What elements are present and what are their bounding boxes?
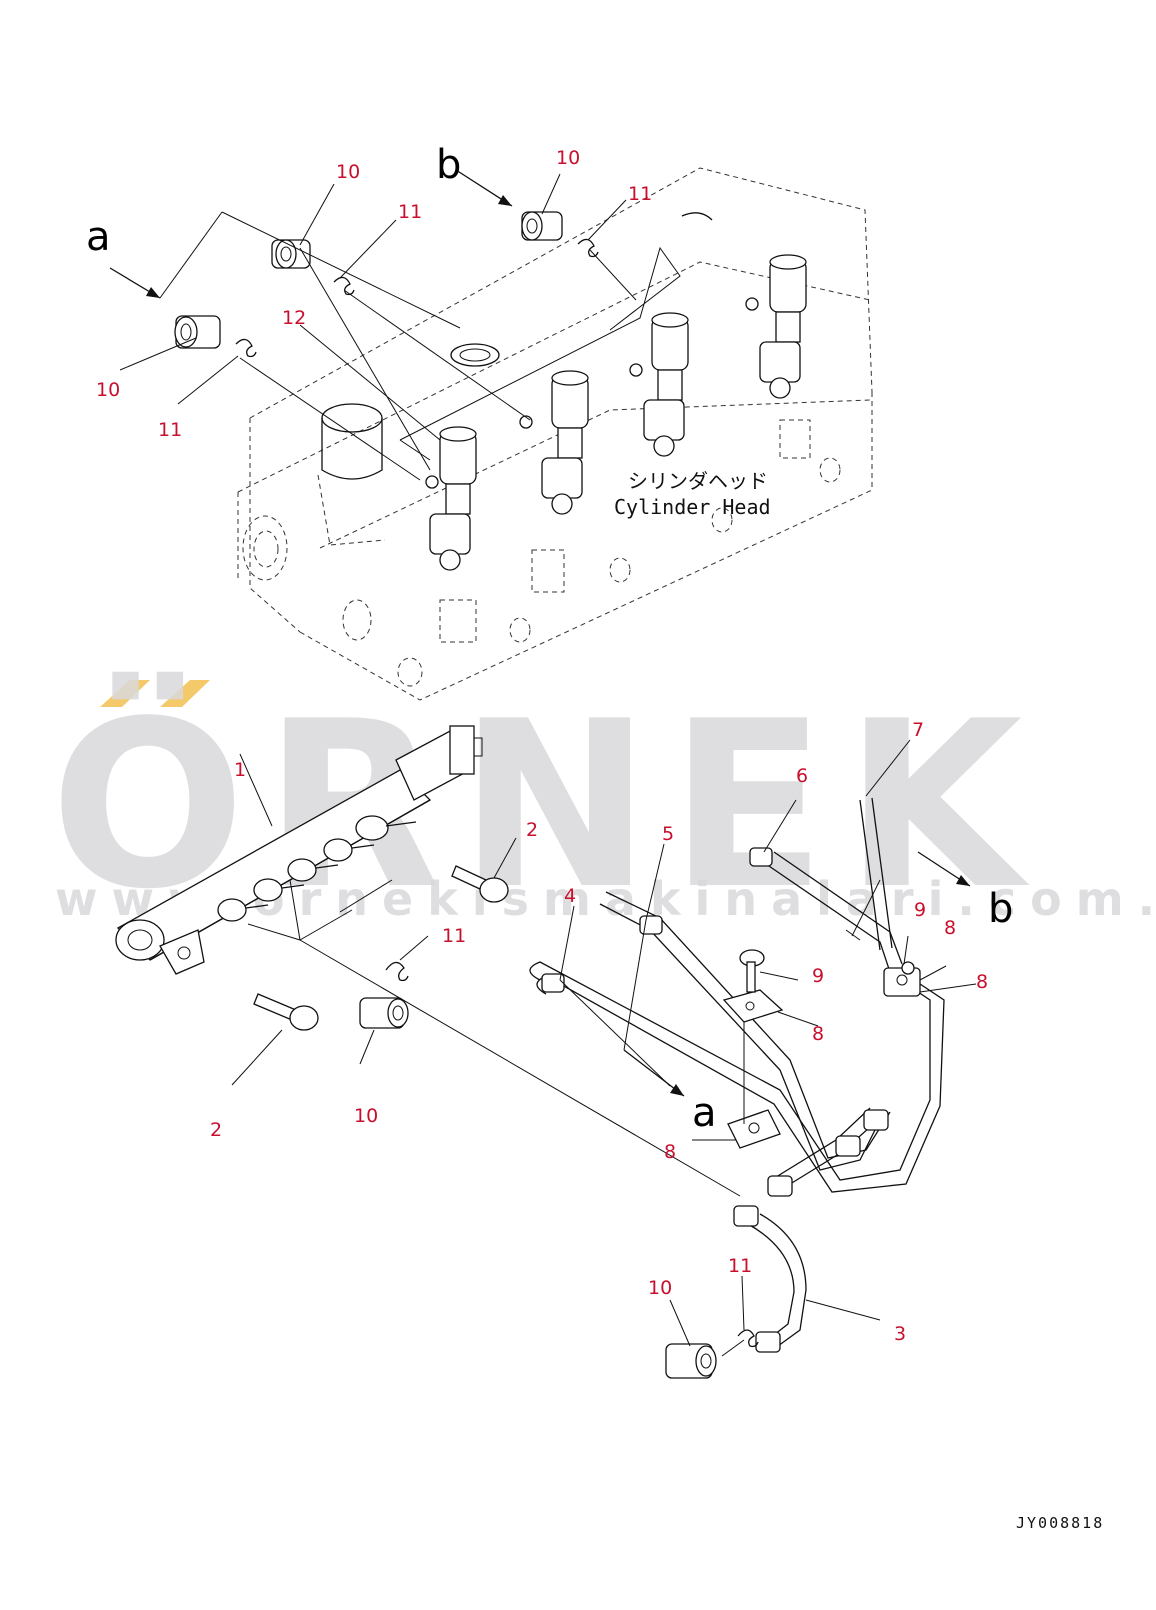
callout-top-10-left: 10	[96, 379, 120, 401]
callout-top-11-left: 11	[158, 419, 182, 441]
ref-letter-a-bottom: a	[692, 1090, 717, 1136]
clip-11-center	[333, 276, 355, 296]
bolt-2-lower	[253, 993, 319, 1031]
injector-4	[745, 254, 807, 399]
bolt-9-center	[739, 949, 765, 993]
callout-top-11-center: 11	[398, 201, 422, 223]
callout-mid-11: 11	[442, 925, 466, 947]
callout-part-3: 3	[894, 1323, 906, 1345]
clamp-8-right	[883, 967, 921, 997]
bolt-9-right	[901, 961, 915, 975]
ref-letter-a-top: a	[86, 214, 111, 260]
callout-mid-10: 10	[354, 1105, 378, 1127]
callout-part-4: 4	[564, 885, 576, 907]
clamp-8-lower	[727, 1109, 781, 1149]
callout-part-6: 6	[796, 765, 808, 787]
callout-part-5: 5	[662, 823, 674, 845]
callout-part-1: 1	[234, 759, 246, 781]
cap-10-center	[271, 239, 311, 269]
callout-top-10-right: 10	[556, 147, 580, 169]
cylinder-head-label-jp: シリンダヘッド	[628, 469, 768, 493]
cap-10-mid	[359, 997, 409, 1029]
callout-part-9-b: 9	[812, 965, 824, 987]
cap-10-bottom	[665, 1343, 717, 1379]
callout-top-12: 12	[282, 307, 306, 329]
drawing-code: JY008818	[1016, 1514, 1104, 1532]
callout-part-8-a: 8	[944, 917, 956, 939]
cap-10-right	[521, 211, 563, 241]
ref-letter-b-right: b	[988, 886, 1013, 932]
watermark-accent-left	[100, 680, 150, 707]
callout-bottom-11: 11	[728, 1255, 752, 1277]
rail-fittings	[217, 815, 417, 922]
callout-part-7: 7	[912, 719, 924, 741]
callout-part-8-d: 8	[664, 1141, 676, 1163]
cap-10-left	[174, 315, 221, 349]
clip-11-bottom	[737, 1329, 759, 1348]
ref-letter-b-top: b	[436, 142, 461, 188]
callout-bottom-10: 10	[648, 1277, 672, 1299]
injector-2	[519, 370, 589, 515]
injector-1	[425, 426, 477, 571]
callout-part-2-upper: 2	[526, 819, 538, 841]
bolt-2-upper	[451, 865, 509, 903]
fuel-rail-assembly	[115, 725, 977, 1379]
clip-11-mid	[385, 961, 409, 982]
clip-11-left	[235, 338, 257, 358]
callout-part-2-lower: 2	[210, 1119, 222, 1141]
cylinder-head	[109, 167, 873, 701]
fuel-pipes	[529, 797, 945, 1353]
clip-11-right	[577, 238, 599, 258]
injector-3	[629, 312, 689, 457]
callout-part-9-a: 9	[914, 899, 926, 921]
callout-part-8-b: 8	[976, 971, 988, 993]
callout-part-8-c: 8	[812, 1023, 824, 1045]
callout-top-11-right: 11	[628, 183, 652, 205]
cylinder-head-label-en: Cylinder Head	[614, 495, 771, 519]
watermark-accent-right	[160, 680, 210, 707]
callout-top-10-center: 10	[336, 161, 360, 183]
clamp-8-center	[722, 989, 784, 1023]
